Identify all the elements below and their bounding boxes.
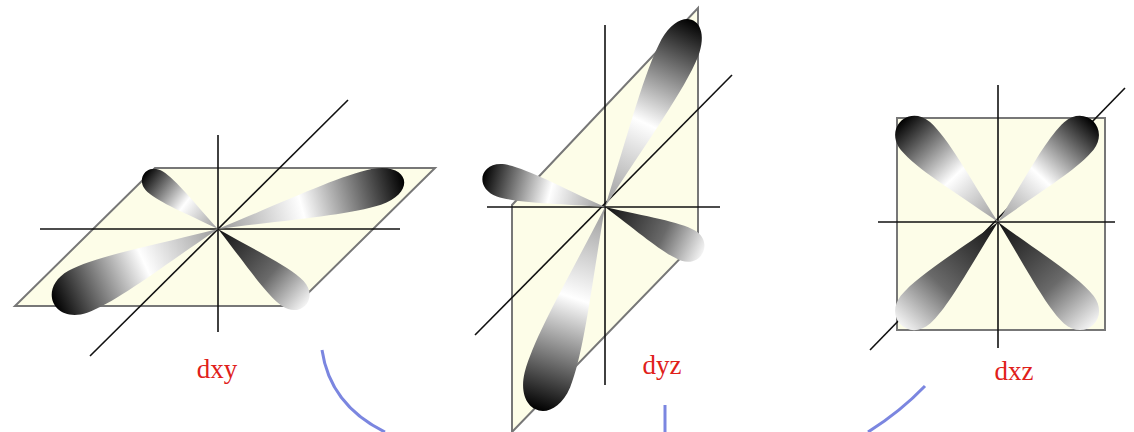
orbital-lobe: [886, 107, 1012, 236]
orbital-lobe: [983, 107, 1108, 236]
orbital-lobe: [886, 208, 1013, 339]
orbital-lobe: [207, 216, 317, 317]
orbital-lobe: [44, 208, 228, 324]
orbital-lobe: [213, 162, 408, 247]
orbital-lobes: [44, 11, 1108, 417]
orbital-lobe: [983, 208, 1108, 339]
orbital-lobe: [479, 160, 610, 224]
orbital-name: dxy: [197, 356, 238, 383]
orbital-lobe: [136, 163, 225, 239]
orbital-name: dxz: [995, 358, 1034, 385]
orbital-lobe: [587, 11, 712, 215]
decor-arcs: [322, 350, 925, 432]
orbital-name: dyz: [643, 352, 682, 379]
orbital-lobe: [598, 192, 710, 268]
orbital-lobe: [514, 199, 627, 417]
